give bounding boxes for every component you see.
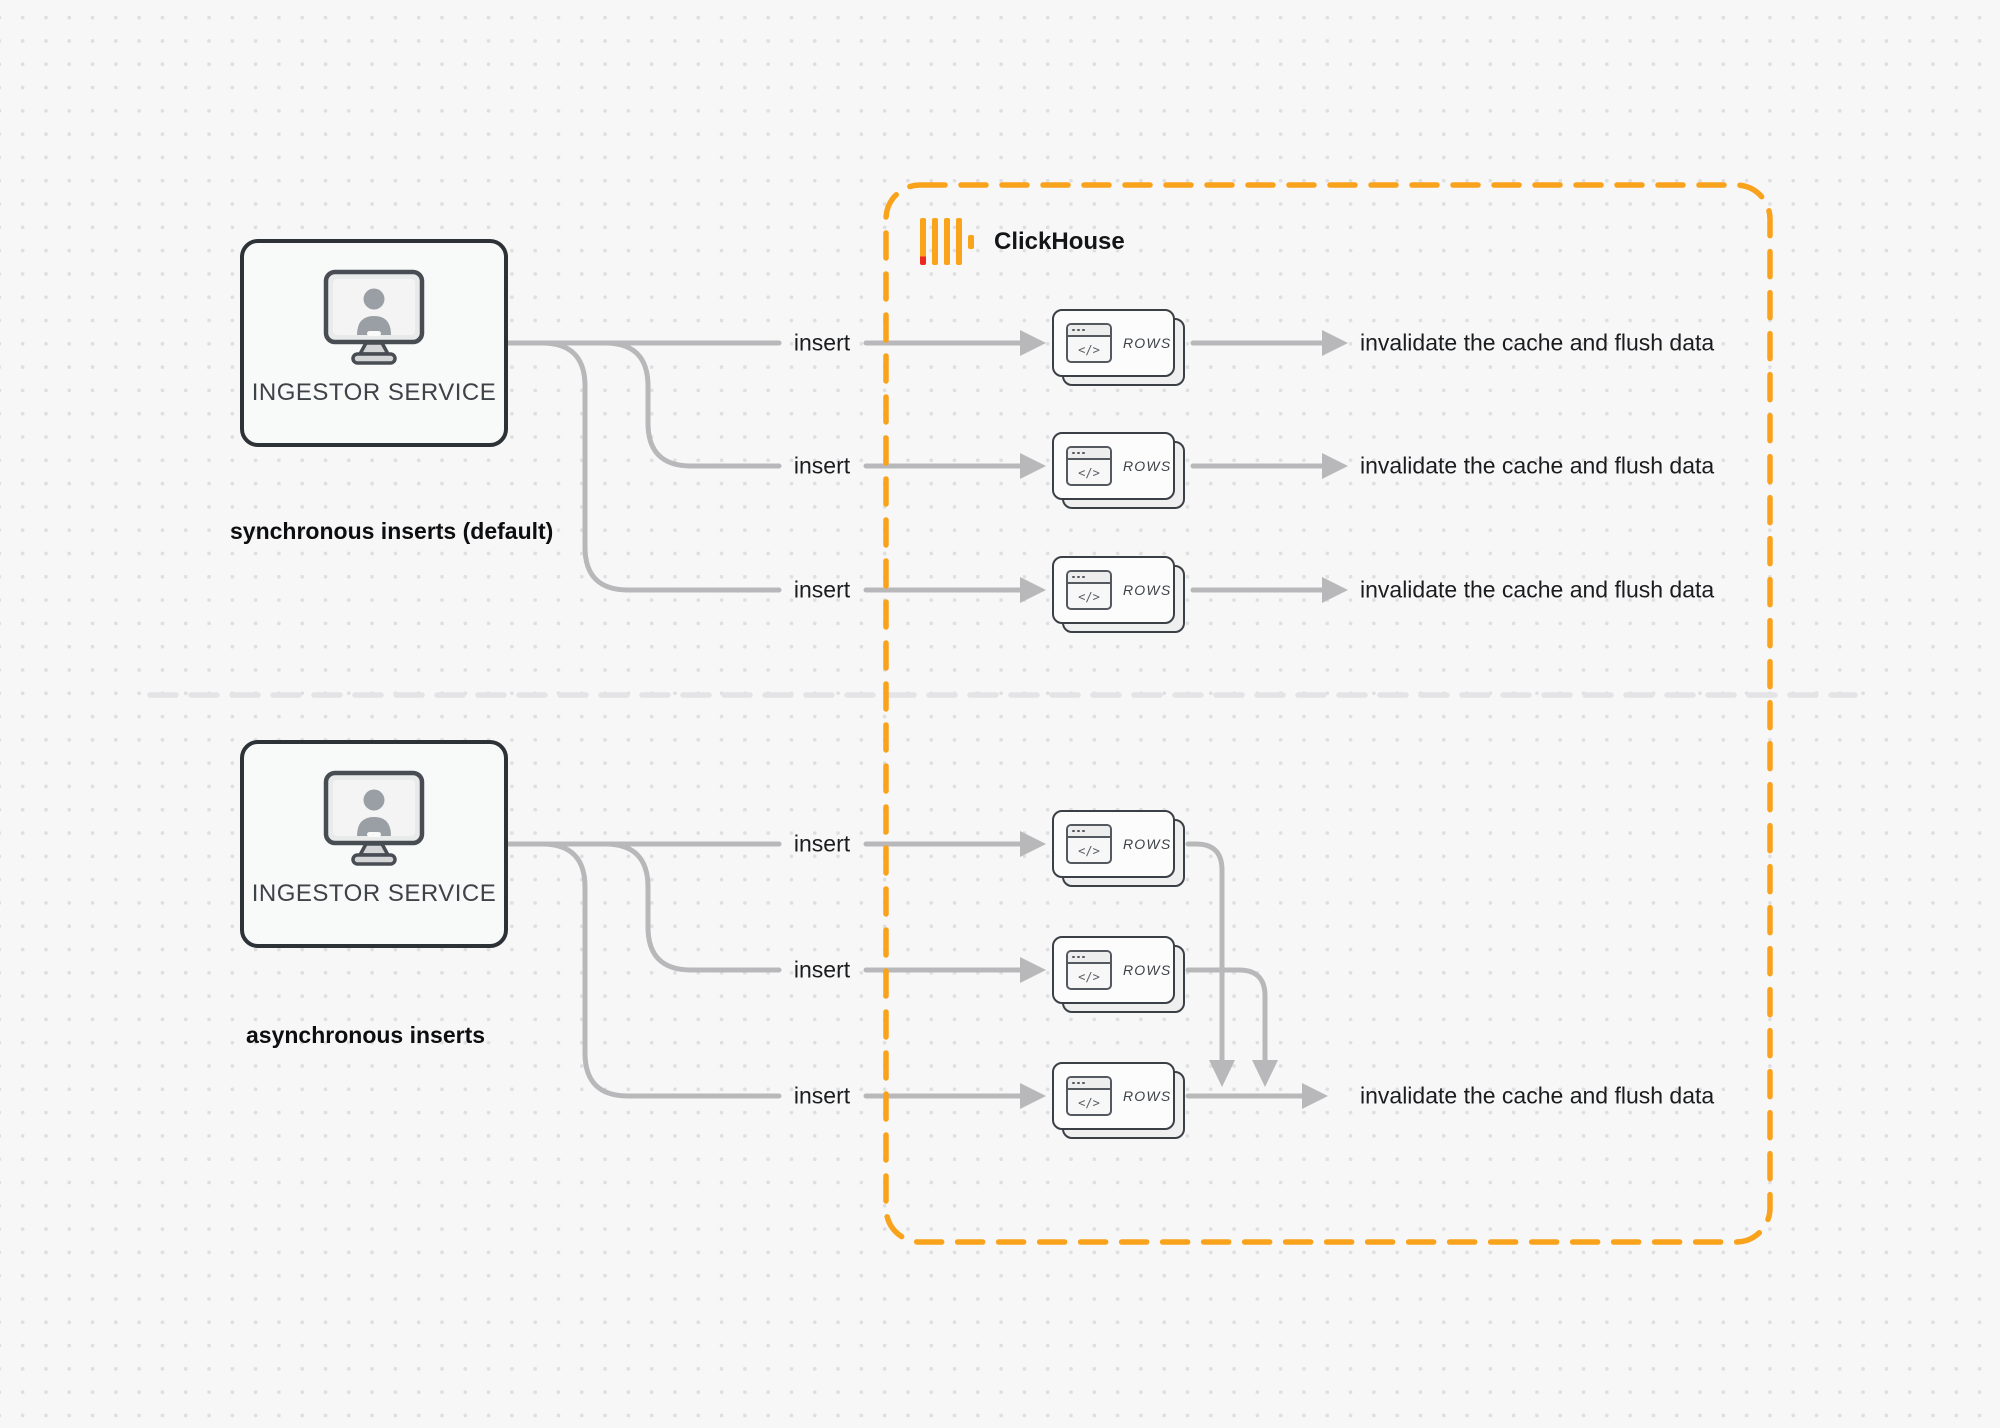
- result-label: invalidate the cache and flush data: [1360, 576, 1715, 603]
- window-dots-icon: [1068, 826, 1110, 838]
- result-label: invalidate the cache and flush data: [1360, 329, 1715, 356]
- code-window-icon: </>: [1066, 323, 1112, 363]
- code-glyph: </>: [1078, 589, 1100, 604]
- logo-bar: [944, 218, 950, 265]
- result-label: invalidate the cache and flush data: [1360, 452, 1715, 479]
- result-label: invalidate the cache and flush data: [1360, 1082, 1715, 1109]
- logo-bar: [956, 218, 962, 265]
- monitor-user-icon: [323, 269, 425, 365]
- rows-label: ROWS: [1123, 1088, 1172, 1104]
- code-glyph: </>: [1078, 1095, 1100, 1110]
- code-glyph: </>: [1078, 969, 1100, 984]
- rows-label: ROWS: [1123, 335, 1172, 351]
- insert-label: insert: [793, 956, 851, 983]
- code-glyph: </>: [1078, 342, 1100, 357]
- rows-card: </> ROWS: [1052, 432, 1185, 509]
- logo-bar: [920, 218, 926, 265]
- insert-label: insert: [793, 452, 851, 479]
- clickhouse-logo: ClickHouse: [920, 218, 1125, 265]
- arrow-head-icon: [1322, 577, 1348, 603]
- logo-bar: [932, 218, 938, 265]
- async-drop-row2: [1185, 967, 1268, 1063]
- insert-label: insert: [793, 830, 851, 857]
- monitor-user-icon: [323, 770, 425, 866]
- arrow-head-icon: [1020, 453, 1046, 479]
- code-window-icon: </>: [1066, 950, 1112, 990]
- ingestor-service-box-sync: INGESTOR SERVICE: [240, 239, 508, 447]
- code-window-icon: </>: [1066, 1076, 1112, 1116]
- rows-label: ROWS: [1123, 962, 1172, 978]
- rows-card-front: </> ROWS: [1052, 936, 1175, 1004]
- insert-label: insert: [793, 576, 851, 603]
- service-label: INGESTOR SERVICE: [251, 379, 497, 406]
- ingestor-service-box-async: INGESTOR SERVICE: [240, 740, 508, 948]
- insert-label: insert: [793, 1082, 851, 1109]
- arrow-head-icon: [1020, 330, 1046, 356]
- async-branch-row2: [602, 841, 782, 973]
- rows-card: </> ROWS: [1052, 309, 1185, 386]
- arrow-head-icon: [1020, 957, 1046, 983]
- async-drop-row1: [1185, 841, 1225, 1063]
- rows-label: ROWS: [1123, 582, 1172, 598]
- rows-label: ROWS: [1123, 836, 1172, 852]
- code-glyph: </>: [1078, 465, 1100, 480]
- service-label: INGESTOR SERVICE: [251, 880, 497, 907]
- clickhouse-name: ClickHouse: [994, 227, 1125, 255]
- rows-card: </> ROWS: [1052, 810, 1185, 887]
- window-dots-icon: [1068, 952, 1110, 964]
- rows-card: </> ROWS: [1052, 936, 1185, 1013]
- arrow-head-icon: [1020, 831, 1046, 857]
- arrow-head-icon: [1020, 577, 1046, 603]
- rows-card: </> ROWS: [1052, 556, 1185, 633]
- arrow-head-icon: [1322, 453, 1348, 479]
- rows-card-front: </> ROWS: [1052, 432, 1175, 500]
- insert-label: insert: [793, 329, 851, 356]
- window-dots-icon: [1068, 572, 1110, 584]
- rows-card-front: </> ROWS: [1052, 556, 1175, 624]
- sync-branch-row3: [539, 340, 782, 593]
- async-branch-row3: [539, 841, 782, 1099]
- arrow-head-icon: [1302, 1083, 1328, 1109]
- rows-card-front: </> ROWS: [1052, 1062, 1175, 1130]
- window-dots-icon: [1068, 448, 1110, 460]
- arrowhead-group: [1020, 330, 1348, 1109]
- window-dots-icon: [1068, 325, 1110, 337]
- code-window-icon: </>: [1066, 824, 1112, 864]
- arrow-head-icon: [1020, 1083, 1046, 1109]
- clickhouse-logo-icon: [920, 218, 974, 265]
- arrow-head-down-icon: [1209, 1060, 1235, 1087]
- clickhouse-boundary-box: [883, 182, 1773, 1245]
- rows-label: ROWS: [1123, 458, 1172, 474]
- logo-bar-short: [968, 234, 974, 249]
- sync-caption: synchronous inserts (default): [230, 518, 554, 544]
- sync-branch-row2: [602, 340, 782, 469]
- arrow-head-down-icon: [1252, 1060, 1278, 1087]
- async-caption: asynchronous inserts: [246, 1022, 486, 1048]
- window-dots-icon: [1068, 1078, 1110, 1090]
- code-glyph: </>: [1078, 843, 1100, 858]
- rows-card: </> ROWS: [1052, 1062, 1185, 1139]
- connector-group: [502, 340, 1325, 1099]
- arrow-head-icon: [1322, 330, 1348, 356]
- rows-card-front: </> ROWS: [1052, 810, 1175, 878]
- code-window-icon: </>: [1066, 446, 1112, 486]
- rows-card-front: </> ROWS: [1052, 309, 1175, 377]
- code-window-icon: </>: [1066, 570, 1112, 610]
